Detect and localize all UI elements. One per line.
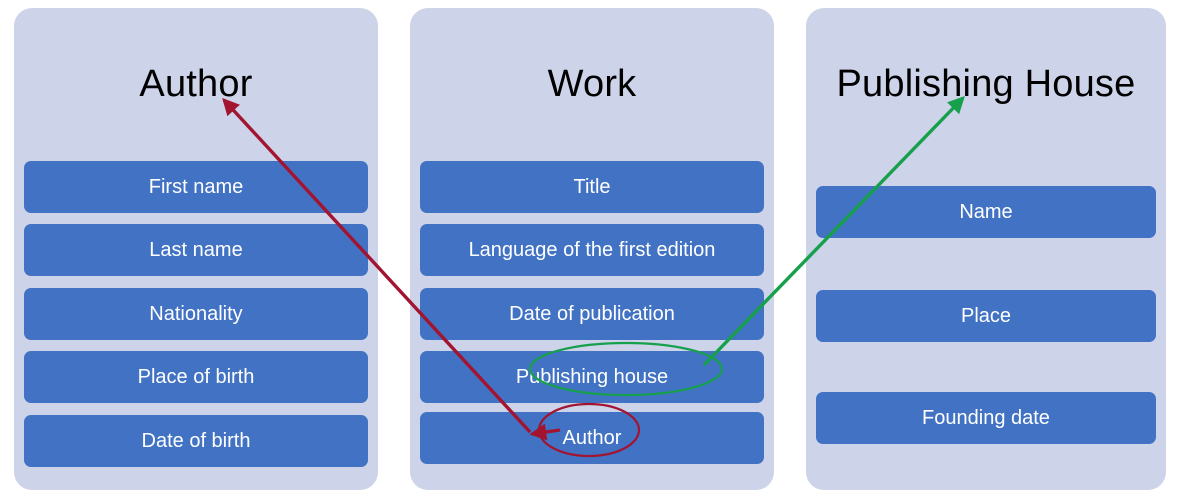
entity-panel-publishing-house[interactable]: Publishing House Name Place Founding dat… (806, 8, 1166, 490)
attribute-row[interactable]: Title (420, 161, 764, 213)
entity-title-work: Work (547, 63, 637, 105)
entity-title-author: Author (139, 63, 253, 105)
attribute-label: Date of publication (509, 303, 675, 325)
entity-panel-author[interactable]: Author First name Last name Nationality … (14, 8, 378, 490)
attribute-label: Nationality (149, 303, 243, 325)
attribute-row-publishing-house[interactable]: Publishing house (420, 351, 764, 403)
attribute-label: Place of birth (137, 366, 255, 388)
attribute-label: Title (573, 176, 611, 198)
attribute-label: Founding date (922, 407, 1050, 429)
attribute-row[interactable]: Last name (24, 224, 368, 276)
attribute-label: Publishing house (515, 366, 669, 388)
attribute-row-author[interactable]: Author (420, 412, 764, 464)
attribute-row[interactable]: First name (24, 161, 368, 213)
entity-title-publishing-house: Publishing House (836, 63, 1136, 105)
attribute-label: Language of the first edition (468, 239, 716, 261)
attribute-row[interactable]: Place of birth (24, 351, 368, 403)
attribute-label: Name (959, 201, 1013, 223)
attribute-label: Date of birth (141, 430, 251, 452)
attribute-label: Author (562, 427, 622, 449)
attribute-row[interactable]: Nationality (24, 288, 368, 340)
attribute-row[interactable]: Place (816, 290, 1156, 342)
attribute-label: First name (148, 176, 244, 198)
attribute-row[interactable]: Date of birth (24, 415, 368, 467)
attribute-row[interactable]: Name (816, 186, 1156, 238)
attribute-row[interactable]: Date of publication (420, 288, 764, 340)
attribute-label: Place (960, 305, 1012, 327)
attribute-row[interactable]: Language of the first edition (420, 224, 764, 276)
entity-panel-work[interactable]: Work Title Language of the first edition… (410, 8, 774, 490)
attribute-row[interactable]: Founding date (816, 392, 1156, 444)
attribute-label: Last name (149, 239, 243, 261)
